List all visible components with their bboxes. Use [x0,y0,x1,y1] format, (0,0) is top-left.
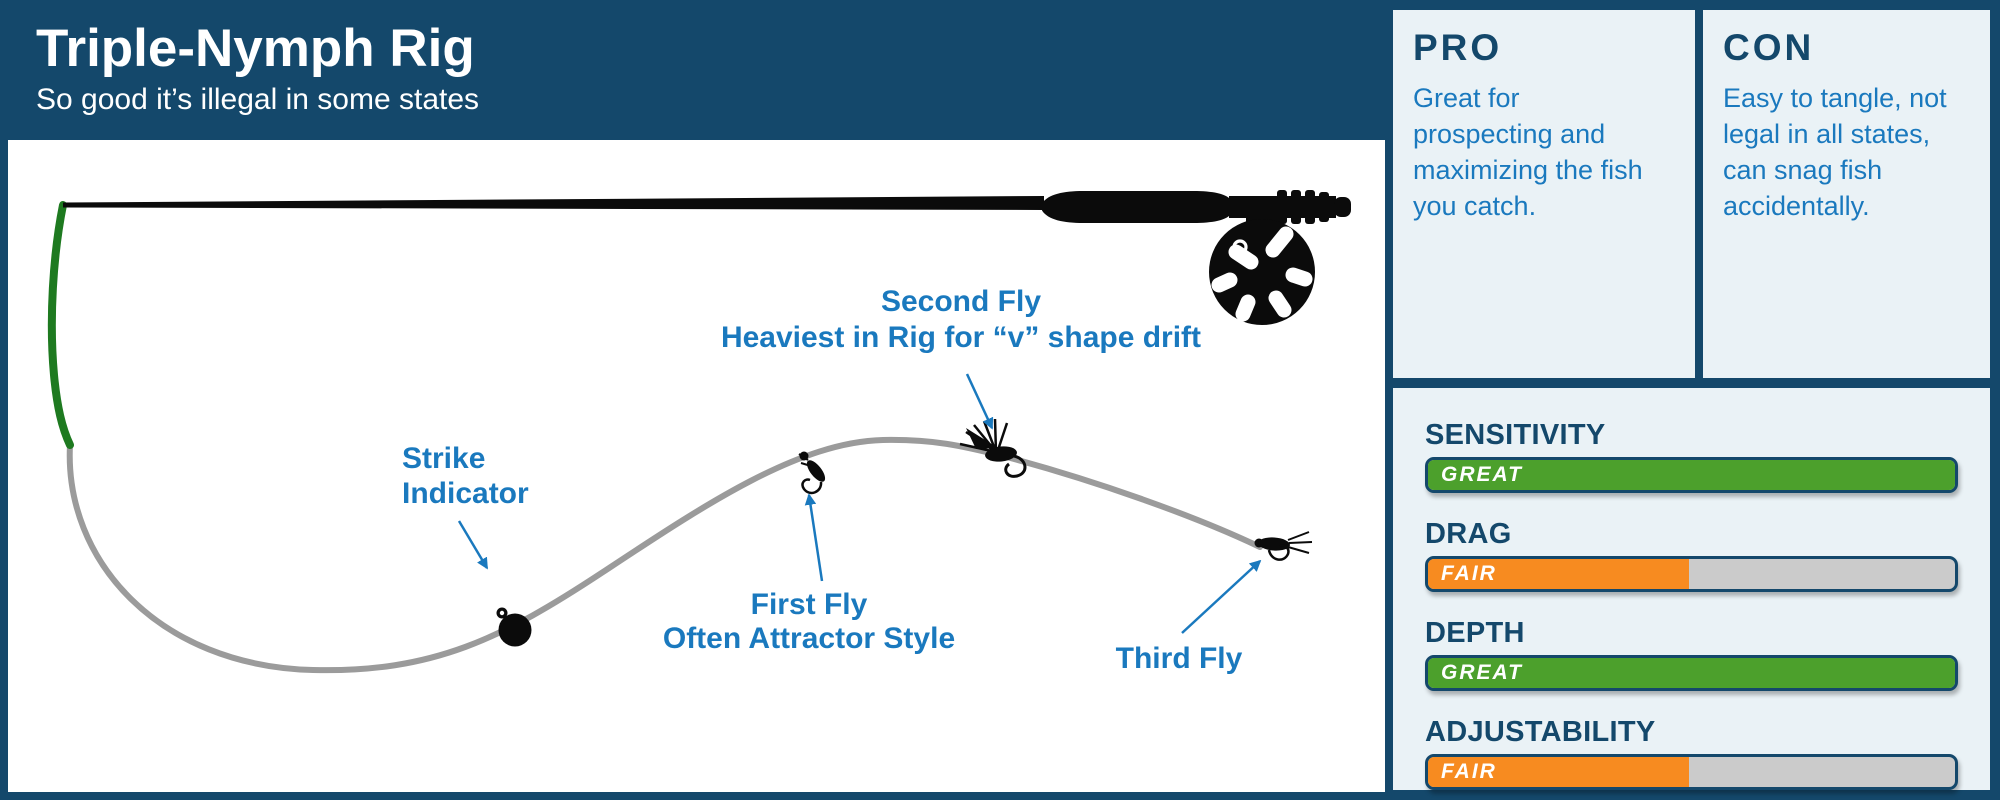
stat-row-adjustability: ADJUSTABILITY FAIR [1425,715,1958,790]
rating-text: GREAT [1441,661,1523,684]
first-fly-arrow [804,493,824,582]
page-title: Triple-Nymph Rig [36,19,475,78]
rating-text: GREAT [1441,463,1523,486]
con-panel: CON Easy to tangle, not legal in all sta… [1703,10,1990,378]
butt-ring [1277,190,1287,224]
third-fly-arrow [1181,559,1262,634]
rating-bar-fill: FAIR [1428,757,1689,787]
page-subtitle: So good it’s illegal in some states [36,83,480,116]
strike-indicator-label-line1: Strike [402,442,485,475]
adjustability-rating-bar: FAIR [1425,754,1958,790]
header: Triple-Nymph Rig So good it’s illegal in… [36,20,479,118]
con-heading: CON [1723,27,1815,68]
rating-bar-fill: GREAT [1428,658,1955,688]
drag-rating-bar: FAIR [1425,556,1958,592]
fly-line [66,436,1263,674]
stat-label: ADJUSTABILITY [1425,716,1656,748]
butt-ring [1291,190,1301,224]
stat-row-sensitivity: SENSITIVITY GREAT [1425,418,1958,493]
rod-blank [63,196,1044,210]
second-fly-label-line2: Heaviest in Rig for “v” shape drift [721,321,1201,354]
stat-label: DEPTH [1425,617,1525,649]
butt-end-cap [1334,197,1351,217]
fly-reel [1209,219,1315,325]
rig-diagram-panel: Strike Indicator First Fly Often Attract… [8,140,1385,792]
stat-row-depth: DEPTH GREAT [1425,616,1958,691]
rating-text: FAIR [1441,760,1497,783]
con-body: Easy to tangle, not legal in all states,… [1723,83,1947,221]
rig-diagram: Strike Indicator First Fly Often Attract… [47,190,1351,675]
rating-bar-fill: GREAT [1428,460,1955,490]
second-fly [959,418,1027,478]
first-fly-label-line2: Often Attractor Style [663,622,955,655]
butt-ring [1319,192,1329,222]
second-fly-label-line1: Second Fly [881,285,1041,318]
first-fly-label-line1: First Fly [751,588,868,621]
second-fly-arrow [965,373,994,430]
sensitivity-rating-bar: GREAT [1425,457,1958,493]
stat-label: DRAG [1425,518,1512,550]
third-fly-label: Third Fly [1116,642,1243,675]
strike-indicator-arrow [457,520,489,570]
strike-indicator [496,607,532,647]
pro-body: Great for prospecting and maximizing the… [1413,83,1643,221]
rating-bar-fill: FAIR [1428,559,1689,589]
stat-row-drag: DRAG FAIR [1425,517,1958,592]
third-fly [1254,531,1313,561]
pro-heading: PRO [1413,27,1503,68]
first-fly [798,451,826,495]
pro-panel: PRO Great for prospecting and maximizing… [1393,10,1695,378]
rod-grip [1042,191,1229,223]
butt-ring [1305,190,1315,224]
depth-rating-bar: GREAT [1425,655,1958,691]
rod-tip-green-section [47,201,74,449]
strike-indicator-label-line2: Indicator [402,477,529,510]
rating-text: FAIR [1441,562,1497,585]
ratings-panel: SENSITIVITY GREAT DRAG FAIR DEPTH GREAT … [1393,388,1990,790]
stat-label: SENSITIVITY [1425,419,1606,451]
